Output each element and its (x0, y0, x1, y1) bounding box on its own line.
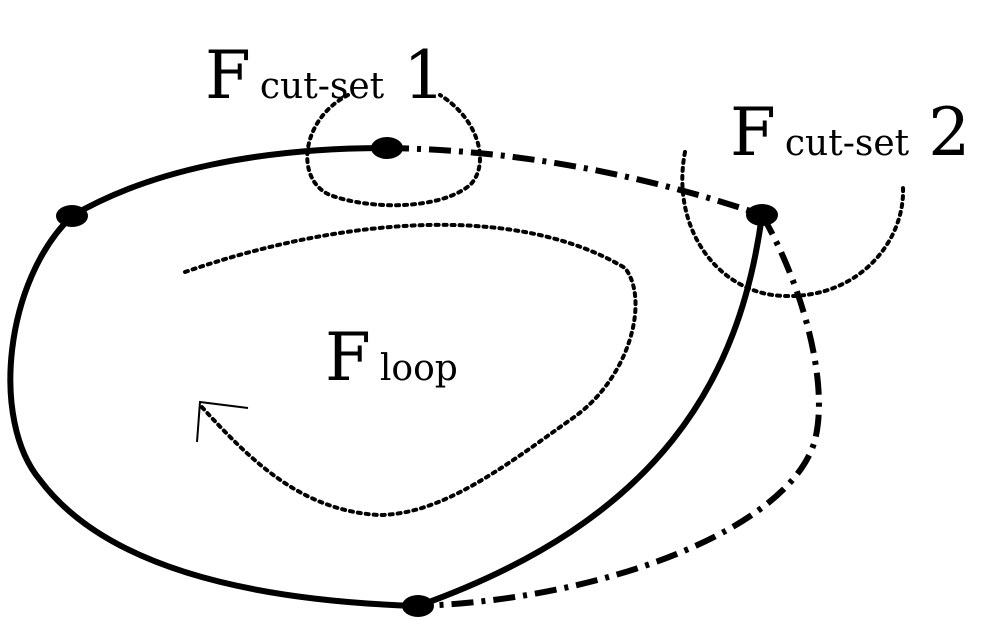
cutset1-label-sub: cut-set (260, 66, 385, 107)
solid-edge-left-bottom (7, 213, 421, 609)
node-bottom (402, 595, 434, 617)
solid-edge-left-top (69, 145, 390, 219)
cutset2-label: F cut-set 2 (730, 94, 970, 171)
cutset2-label-sub: cut-set (785, 123, 910, 164)
cutset1-label: F cut-set 1 (205, 37, 445, 114)
loop-label-main: F (325, 319, 371, 396)
cutset1-label-main: F (205, 37, 251, 114)
cutset1-dotted-arc (305, 93, 482, 208)
loop-label-sub: loop (380, 348, 458, 389)
loop-arrowhead-icon (196, 400, 249, 443)
node-left (56, 205, 88, 227)
cutset2-dotted-arc (680, 150, 906, 299)
cutset1-label-suffix: 1 (403, 37, 445, 114)
node-top (371, 137, 403, 159)
loop-label: F loop (325, 319, 458, 396)
loop-dotted-curve (183, 222, 638, 518)
dashdot-edge-top (386, 145, 763, 218)
solid-edge-inner (415, 212, 765, 609)
dashdot-edge-right (417, 213, 822, 609)
cutset2-label-suffix: 2 (928, 94, 970, 171)
cutset2-label-main: F (730, 94, 776, 171)
node-right (746, 204, 778, 226)
